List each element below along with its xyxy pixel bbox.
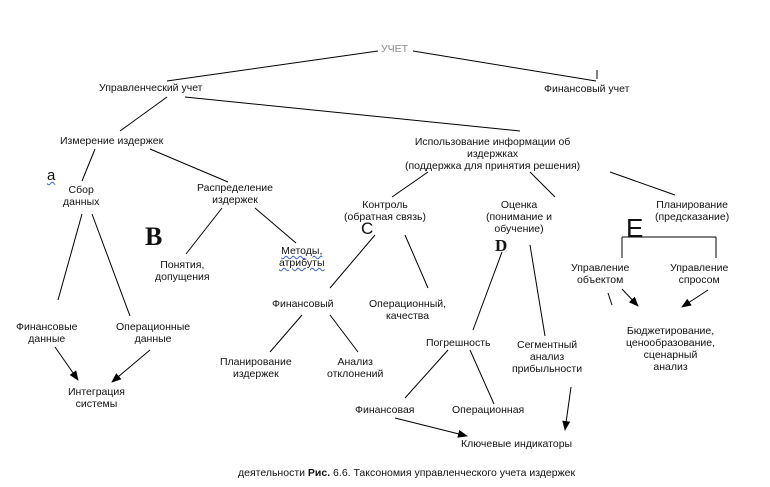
operational-quality-node: Операционный, качества <box>369 298 447 322</box>
system-integration-node: Интеграция системы <box>68 386 125 410</box>
letter-b: B <box>145 222 163 251</box>
caption-rest: 6.6. Таксономия управленческого учета из… <box>330 467 576 479</box>
methods-node: Методы, атрибуты <box>279 245 325 269</box>
control-node: Контроль (обратная связь) <box>344 199 427 223</box>
managerial-accounting-node: Управленческий учет <box>99 82 203 94</box>
financial-data-node: Финансовые данные <box>16 321 78 345</box>
operational-error-node: Операционная <box>452 404 525 416</box>
financial-error-node: Финансовая <box>355 404 415 416</box>
evaluation-node: Оценка (понимание и обучение) <box>486 199 553 235</box>
data-collection-node: Сбор данных <box>63 184 100 208</box>
caption-prefix: деятельности <box>238 467 308 479</box>
financial-accounting-node: Финансовый учет <box>544 83 630 95</box>
letter-c: C <box>361 219 374 238</box>
key-indicators-node: Ключевые индикаторы <box>461 438 573 450</box>
caption-bold: Рис. <box>307 467 331 479</box>
letter-a: а <box>47 167 56 184</box>
figure-caption: деятельности Рис. 6.6. Таксономия управл… <box>238 467 575 479</box>
error-node: Погрешность <box>426 337 491 349</box>
demand-management-node: Управление спросом <box>670 262 729 286</box>
object-management-node: Управление объектом <box>571 262 630 286</box>
info-use-node: Использование информации об издержках (п… <box>405 136 581 172</box>
variance-analysis-node: Анализ отклонений <box>327 356 384 380</box>
cost-allocation-node: Распределение издержек <box>197 182 273 206</box>
planning-node: Планирование (предсказание) <box>655 199 730 223</box>
segment-analysis-node: Сегментный анализ прибыльности <box>512 339 583 375</box>
root-node: УЧЕТ <box>381 43 409 55</box>
cost-planning-node: Планирование издержек <box>220 356 292 380</box>
financial-control-node: Финансовый <box>272 298 334 310</box>
budgeting-node: Бюджетирование, ценообразование, сценарн… <box>626 325 716 373</box>
letter-d: D <box>495 236 508 255</box>
letter-e: E <box>626 213 644 243</box>
concepts-node: Понятия, допущения <box>155 259 210 283</box>
cost-measurement-node: Измерение издержек <box>60 135 164 147</box>
operational-data-node: Операционные данные <box>116 321 191 345</box>
